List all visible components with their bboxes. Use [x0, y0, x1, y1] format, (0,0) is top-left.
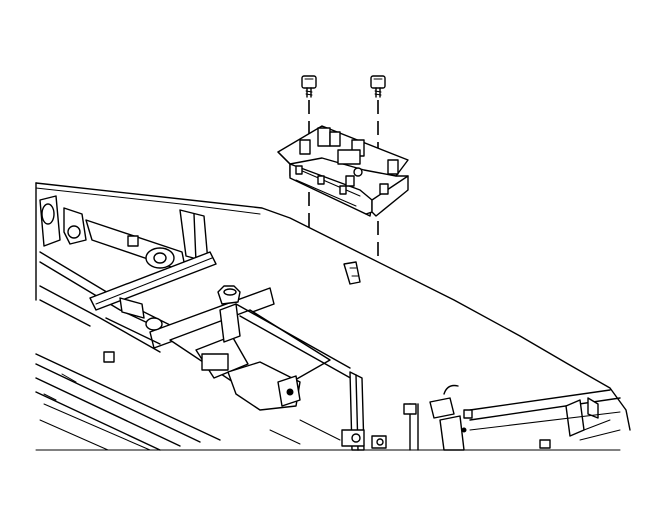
- lower-rails: [35, 351, 221, 451]
- left-mechanism: [39, 195, 275, 353]
- screw-left: [301, 75, 317, 98]
- edge-clip: [343, 261, 361, 285]
- connector-bracket: [277, 125, 409, 217]
- central-carriage: [169, 303, 365, 451]
- right-frame: [269, 384, 621, 451]
- screw-right: [370, 75, 386, 98]
